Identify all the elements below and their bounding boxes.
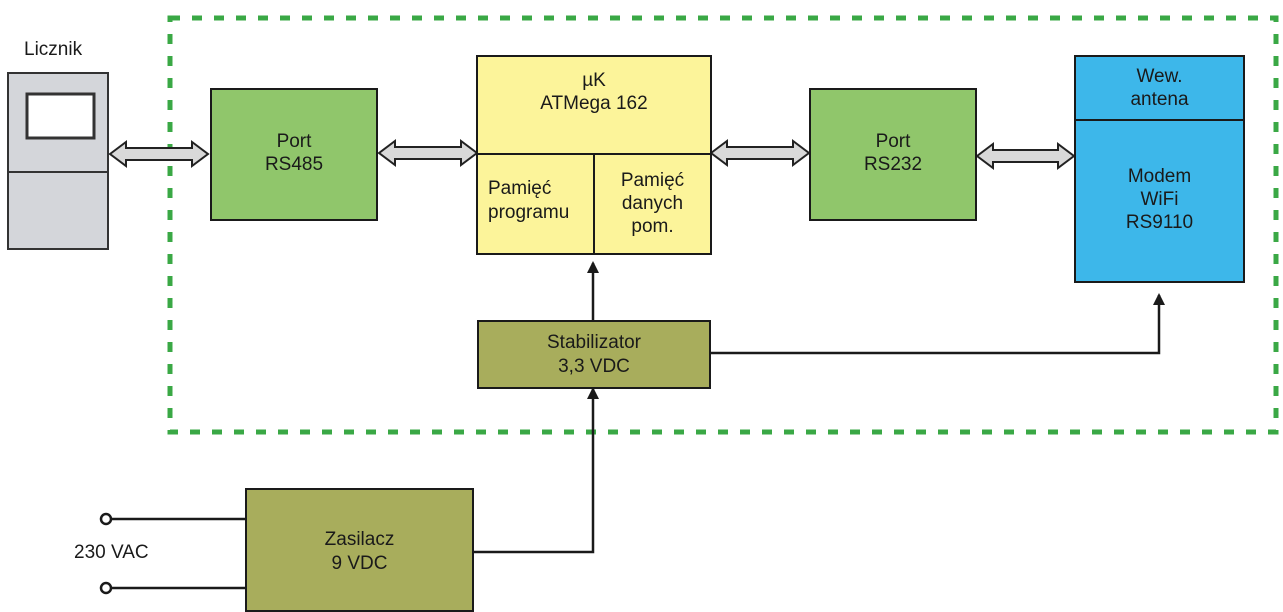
power-supply-line1: Zasilacz: [324, 529, 395, 550]
device-boundary: [167, 15, 1279, 435]
mains-label: 230 VAC: [74, 542, 149, 563]
rs232-line1: Port: [875, 131, 911, 152]
meter-screen: [25, 92, 96, 140]
mcu-divider-vertical: [593, 154, 595, 253]
bus-arrow-rs485-mcu: [377, 139, 479, 167]
meter-label: Licznik: [24, 39, 83, 60]
modem-line2: WiFi: [1140, 189, 1179, 210]
power-supply-block: Zasilacz 9 VDC: [245, 488, 474, 612]
stabilizer-line2: 3,3 VDC: [558, 356, 630, 377]
wifi-modem-block: Wew. antena Modem WiFi RS9110: [1074, 55, 1245, 283]
rs485-port-block: Port RS485: [210, 88, 378, 221]
mcu-line1: µK: [582, 70, 606, 91]
rs232-port-block: Port RS232: [809, 88, 977, 221]
antenna-line1: Wew.: [1136, 66, 1183, 87]
bus-arrow-meter-rs485: [108, 140, 210, 168]
prog-mem-line2: programu: [488, 202, 570, 223]
rs232-line2: RS232: [863, 154, 923, 175]
data-mem-line3: pom.: [631, 216, 674, 237]
program-memory-cell: Pamięć programu: [478, 155, 593, 255]
meter-device: [7, 72, 109, 250]
mains-terminal-top: [99, 512, 113, 526]
power-supply-line2: 9 VDC: [331, 553, 388, 574]
antenna-divider: [1076, 119, 1243, 121]
rs485-line2: RS485: [264, 154, 324, 175]
data-mem-line2: danych: [621, 193, 684, 214]
modem-line1: Modem: [1127, 166, 1192, 187]
data-mem-line1: Pamięć: [620, 170, 685, 191]
mains-terminal-bottom: [99, 581, 113, 595]
microcontroller-block: µK ATMega 162 Pamięć programu Pamięć dan…: [476, 55, 712, 255]
bus-arrow-mcu-rs232: [709, 139, 811, 167]
stabilizer-block: Stabilizator 3,3 VDC: [477, 320, 711, 389]
modem-line3: RS9110: [1125, 212, 1194, 233]
data-memory-cell: Pamięć danych pom.: [595, 155, 710, 255]
antenna-line2: antena: [1130, 89, 1189, 110]
bus-arrow-rs232-modem: [975, 142, 1076, 170]
power-line-stabilizer-modem: [711, 293, 1165, 355]
mcu-line2: ATMega 162: [540, 93, 648, 114]
power-line-supply-stabilizer: [474, 387, 599, 554]
rs485-line1: Port: [276, 131, 312, 152]
stabilizer-line1: Stabilizator: [547, 332, 641, 353]
prog-mem-line1: Pamięć: [488, 178, 552, 199]
